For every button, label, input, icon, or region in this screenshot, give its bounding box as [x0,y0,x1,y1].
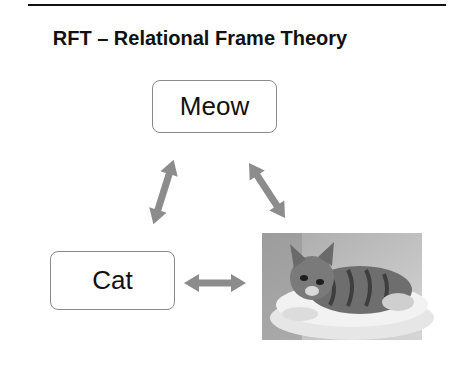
relation-arrow [249,163,285,218]
concept-box: Cat [50,251,175,310]
diagram-title: RFT – Relational Frame Theory [0,27,400,50]
node-label: Cat [92,265,132,296]
relation-arrow [184,274,246,292]
top-rule [28,4,446,6]
relation-arrow [149,160,177,225]
cat-photo [262,233,434,340]
concept-box: Meow [152,80,277,133]
node-label: Meow [180,91,249,122]
